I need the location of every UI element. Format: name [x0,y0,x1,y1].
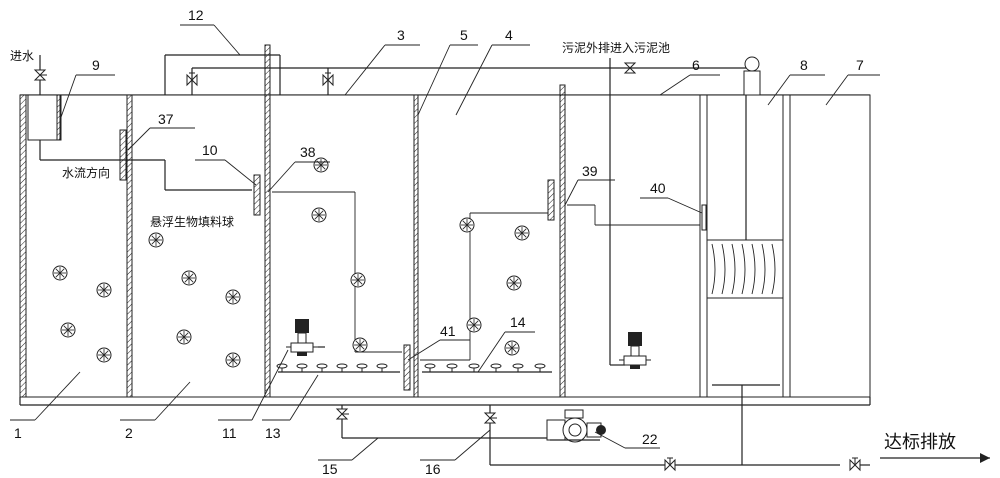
sludge-line [610,331,652,370]
internal-pipes [272,191,700,361]
label-4: 4 [505,27,513,43]
label-39: 39 [582,163,598,179]
label-14: 14 [510,314,526,330]
baffles [119,129,707,391]
label-37: 37 [158,111,174,127]
inlet-pipe [27,55,252,191]
label-13: 13 [265,425,281,441]
inlet-label: 进水 [10,49,34,63]
label-10: 10 [202,142,218,158]
label-9: 9 [92,57,100,73]
filler-balls-label: 悬浮生物填料球 [150,215,234,229]
label-40: 40 [650,180,666,196]
discharge-label: 达标排放 [884,432,956,453]
lift-pump [285,318,325,357]
flow-direction-label: 水流方向 [62,165,110,180]
label-2: 2 [125,425,133,441]
leader-lines [10,24,880,461]
top-pipes [164,54,750,365]
label-3: 3 [397,27,405,43]
sludge-discharge-label: 污泥外排进入污泥池 [562,41,670,55]
label-38: 38 [300,144,316,160]
label-7: 7 [856,57,864,73]
label-22: 22 [642,431,658,447]
aeration-diffusers [276,363,552,373]
label-15: 15 [322,461,338,477]
number-labels: 9 12 3 5 4 6 8 7 37 10 38 39 40 41 14 1 … [14,7,864,477]
label-12: 12 [188,7,204,23]
label-6: 6 [692,57,700,73]
label-5: 5 [460,27,468,43]
membrane-module [706,56,784,465]
text-annotations: 进水 水流方向 悬浮生物填料球 污泥外排进入污泥池 达标排放 [10,41,956,453]
label-1: 1 [14,425,22,441]
discharge-arrow [880,453,990,463]
label-16: 16 [425,461,441,477]
label-8: 8 [800,57,808,73]
label-11: 11 [222,425,237,441]
label-41: 41 [440,323,456,339]
air-supply [336,405,870,471]
